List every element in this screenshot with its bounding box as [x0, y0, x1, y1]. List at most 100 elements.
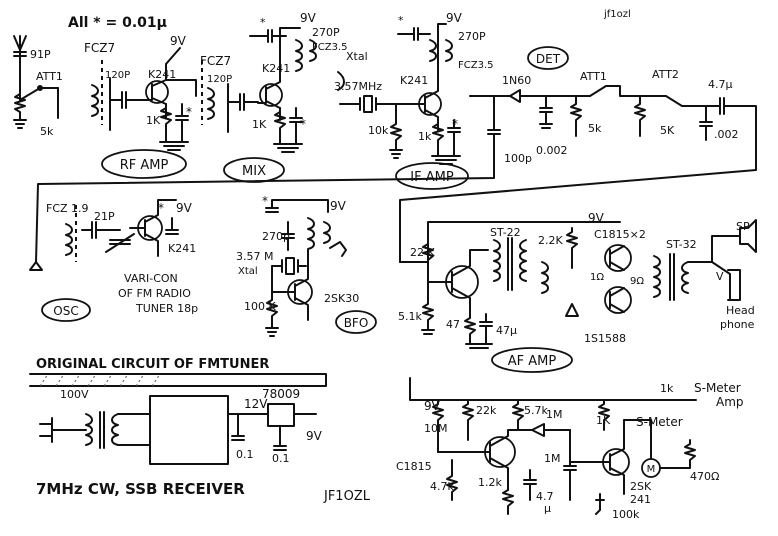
mix-source-res — [274, 107, 286, 145]
if-jfet-leads — [395, 59, 439, 131]
mains-label: 100V — [60, 388, 89, 401]
det-diode-symbol — [469, 89, 591, 103]
osc-varicon-symbol — [105, 233, 135, 253]
mix-block-label: MIX — [242, 164, 266, 179]
smeter-res-57k — [512, 399, 524, 431]
af-driver-transformer-primary — [493, 239, 501, 282]
osc-jfet-label: K241 — [168, 242, 196, 255]
if-bypass-cap — [447, 119, 461, 157]
osc-ground-icon — [29, 261, 43, 271]
af-output-leads — [609, 245, 625, 313]
af-bias-res2 — [566, 227, 578, 269]
mix-source-res-label: 1K — [252, 118, 267, 131]
af-bias-res-bottom — [422, 299, 434, 331]
af-phase-coil — [541, 261, 549, 294]
smeter-meter-wire — [623, 419, 691, 469]
af-output-transformer-core — [669, 253, 675, 301]
bfo-stage: 9V * 270p 3.57 M Xtal 2SK30 100 K BFO — [236, 194, 377, 337]
bfo-supply-label: 9V — [330, 199, 347, 213]
smeter-res-1k-a — [598, 399, 610, 431]
af-diode-label: 1S1588 — [584, 332, 626, 345]
ps-cap-in — [231, 413, 245, 441]
af-output-transistor-upper — [604, 244, 632, 272]
bfo-out-coupling — [329, 241, 347, 257]
detector-stage: 1N60 DET 100p 0.002 ATT1 5k ATT2 5K 4.7μ… — [399, 46, 757, 263]
smeter-res-1k-b-label: 1k — [660, 382, 674, 395]
rf-coil-symbol — [91, 84, 99, 117]
ps-transformer-secondary — [111, 413, 119, 446]
af-supply-label: 9V — [588, 211, 605, 225]
if-source-res — [432, 116, 444, 157]
smeter-res-470 — [684, 439, 696, 461]
ground-icon — [421, 329, 435, 335]
bfo-bypass-cap — [265, 207, 279, 213]
mixer-stage: FCZ7 120P K241 1K * 9V * 270P FCZ3.5 Xta… — [200, 11, 397, 183]
mix-supply-label: 9V — [300, 11, 317, 25]
mix-jfet-label: K241 — [262, 62, 290, 75]
if-bypass-label: * — [452, 117, 458, 131]
ps-transformer-primary — [85, 413, 93, 446]
af-emitter-res — [464, 313, 476, 345]
mix-out-coil-symbol — [295, 39, 303, 72]
smeter-title: S-Meter Amp — [694, 381, 745, 409]
speaker-icon — [739, 219, 757, 253]
af-output-wire — [687, 235, 741, 301]
att1-res-label: 5k — [40, 125, 54, 138]
oscillator-stage: FCZ 1.9 21P K241 9V * VARI-CON OF FM RAD… — [29, 199, 198, 322]
crystal-filter-symbol — [339, 95, 397, 113]
if-amp-stage: 10k K241 1k * 9V * 270P FCZ3.5 IF AMP — [35, 11, 495, 263]
if-out-coil-label: FCZ3.5 — [458, 60, 494, 71]
af-res-b-label: 9Ω — [630, 276, 644, 287]
smeter-cap-47 — [523, 469, 537, 501]
smeter-cap-47-label: 4.7 — [536, 490, 554, 503]
ps-cap-out-label: 0.1 — [272, 452, 290, 465]
af-driver-transformer-label: ST-22 — [490, 226, 521, 239]
smeter-res-10m — [432, 399, 444, 453]
att1-contact — [37, 85, 43, 91]
mix-jfet-leads — [257, 65, 281, 121]
rf-supply-wire — [165, 47, 181, 65]
det-cap-symbol — [539, 95, 553, 125]
osc-supply-label: 9V — [176, 201, 193, 215]
mix-out-cap-label: 270P — [312, 26, 340, 39]
det-out-wire — [399, 97, 757, 263]
if-out-cap-label: 270P — [458, 30, 486, 43]
det-coupling-cap — [487, 95, 501, 151]
bfo-crystal-symbol — [271, 257, 307, 275]
smeter-supply-rail — [409, 377, 697, 401]
osc-coil-label: FCZ 1.9 — [46, 202, 89, 215]
bfo-crystal-note: Xtal — [238, 266, 258, 277]
smeter-cap-1m — [563, 429, 577, 501]
regulator-icon — [267, 403, 295, 427]
rf-bypass-label: * — [186, 105, 192, 119]
bfo-gate-res — [266, 265, 278, 329]
smeter-pot — [595, 493, 605, 515]
osc-cap-symbol — [81, 221, 121, 239]
rf-amp-stage: 91P ATT1 5k FCZ7 120P K241 9V 1K * RF AM… — [13, 34, 197, 179]
mix-coil-label: FCZ7 — [200, 54, 231, 68]
mix-tune-cap-symbol — [227, 83, 259, 133]
antenna-cap-label: 91P — [30, 48, 51, 61]
det-block-outline — [527, 46, 569, 70]
bfo-jfet-leads — [271, 249, 309, 321]
mix-drain-wire — [279, 27, 301, 67]
footer: 7MHz CW, SSB RECEIVER JF1OZL — [36, 480, 371, 504]
af-output-transistor-lower — [604, 286, 632, 314]
ps-wire — [117, 413, 151, 446]
rf-bypass-cap — [175, 103, 189, 143]
smeter-pot-label: 100k — [612, 508, 640, 521]
mains-plug-icon — [39, 417, 53, 443]
mix-coil-symbol — [207, 87, 215, 120]
smeter-res-1k-a-label: 1K — [596, 414, 611, 427]
smeter-fet-label: 2SK 241 — [630, 480, 655, 506]
mix-supply-bypass-label: * — [260, 16, 266, 29]
mix-bypass-cap — [289, 107, 303, 145]
if-source-res-label: 1k — [418, 130, 432, 143]
smeter-stage: 9V 10M 22k 5.7k C1815 4.7k 1.2k 4.7 μ 1M… — [396, 377, 745, 521]
smeter-res-12k — [502, 489, 514, 515]
af-driver-transformer-secondary — [519, 239, 527, 282]
rectifier-block — [149, 395, 229, 465]
osc-cap-label: 21P — [94, 210, 115, 223]
af-output-transformer-label: ST-32 — [666, 238, 697, 251]
rf-jfet-leads — [139, 63, 167, 119]
